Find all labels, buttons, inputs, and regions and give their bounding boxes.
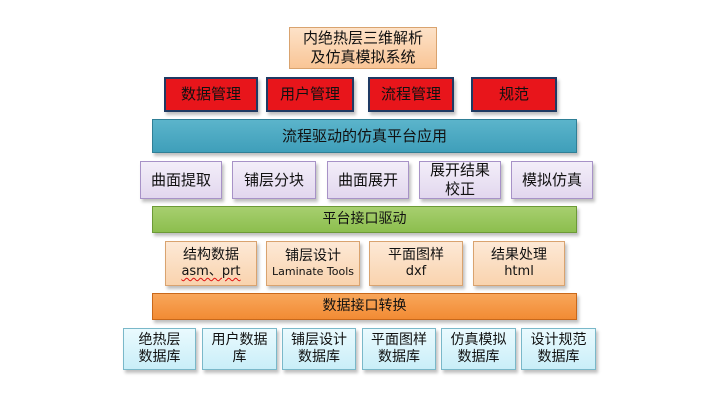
- function-surface-unfolding: 曲面展开: [327, 161, 409, 199]
- function-label-line-2: 校正: [444, 180, 475, 198]
- function-label-line-1: 展开结果: [429, 161, 490, 180]
- database-simulation: 仿真模拟 数据库: [441, 328, 516, 370]
- system-title-line-2: 及仿真模拟系统: [310, 48, 416, 66]
- source-name: 铺层设计: [285, 247, 341, 264]
- function-label: 模拟仿真: [521, 170, 582, 189]
- database-label-line-1: 设计规范: [530, 331, 587, 348]
- database-label-line-2: 数据库: [298, 349, 340, 365]
- system-title: 内绝热层三维解析 及仿真模拟系统: [289, 27, 437, 69]
- interface-layer-bar: 平台接口驱动: [152, 206, 577, 233]
- database-insulation: 绝热层 数据库: [123, 328, 196, 370]
- conversion-layer-label: 数据接口转换: [322, 297, 407, 314]
- database-label-line-2: 数据库: [457, 349, 500, 365]
- function-simulation: 模拟仿真: [511, 161, 593, 199]
- source-result-processing: 结果处理 html: [473, 241, 565, 286]
- function-label: 曲面展开: [337, 170, 398, 189]
- module-data-management: 数据管理: [164, 77, 258, 112]
- module-label: 用户管理: [279, 85, 340, 104]
- database-label-line-1: 用户数据: [211, 331, 268, 348]
- database-label-line-1: 铺层设计: [291, 331, 347, 348]
- database-ply-design: 铺层设计 数据库: [282, 328, 356, 370]
- interface-layer-label: 平台接口驱动: [322, 210, 407, 227]
- database-label-line-1: 平面图样: [371, 331, 427, 348]
- module-label: 流程管理: [380, 85, 441, 104]
- source-name: 结构数据: [183, 246, 239, 263]
- platform-layer-bar: 流程驱动的仿真平台应用: [152, 119, 577, 153]
- database-label-line-2: 数据库: [138, 349, 181, 365]
- source-format: asm、prt: [181, 264, 241, 280]
- source-format: dxf: [405, 264, 427, 280]
- source-format: html: [504, 264, 534, 280]
- function-label: 铺层分块: [243, 170, 304, 189]
- function-unfold-correction: 展开结果 校正: [419, 161, 501, 199]
- source-name: 平面图样: [388, 246, 444, 263]
- function-surface-extraction: 曲面提取: [140, 161, 222, 199]
- module-label: 数据管理: [180, 85, 241, 104]
- module-label: 规范: [498, 85, 529, 104]
- module-process-management: 流程管理: [368, 77, 454, 112]
- database-label-line-1: 仿真模拟: [450, 331, 507, 348]
- source-structure-data: 结构数据 asm、prt: [165, 241, 257, 286]
- database-design-standards: 设计规范 数据库: [521, 328, 596, 370]
- platform-layer-label: 流程驱动的仿真平台应用: [281, 126, 447, 145]
- source-flat-pattern: 平面图样 dxf: [369, 241, 463, 286]
- database-label-line-2: 数据库: [537, 349, 580, 365]
- database-label-line-2: 库: [232, 349, 247, 365]
- module-standards: 规范: [471, 77, 557, 112]
- function-ply-partition: 铺层分块: [232, 161, 316, 199]
- module-user-management: 用户管理: [266, 77, 354, 112]
- database-label-line-1: 绝热层: [138, 331, 181, 348]
- function-label: 曲面提取: [150, 170, 211, 189]
- source-format: Laminate Tools: [271, 265, 355, 279]
- system-title-line-1: 内绝热层三维解析: [302, 29, 423, 48]
- database-label-line-2: 数据库: [378, 349, 420, 365]
- database-flat-pattern: 平面图样 数据库: [362, 328, 436, 370]
- conversion-layer-bar: 数据接口转换: [152, 293, 577, 320]
- source-name: 结果处理: [491, 246, 547, 263]
- source-ply-design: 铺层设计 Laminate Tools: [266, 241, 360, 286]
- database-user: 用户数据 库: [202, 328, 277, 370]
